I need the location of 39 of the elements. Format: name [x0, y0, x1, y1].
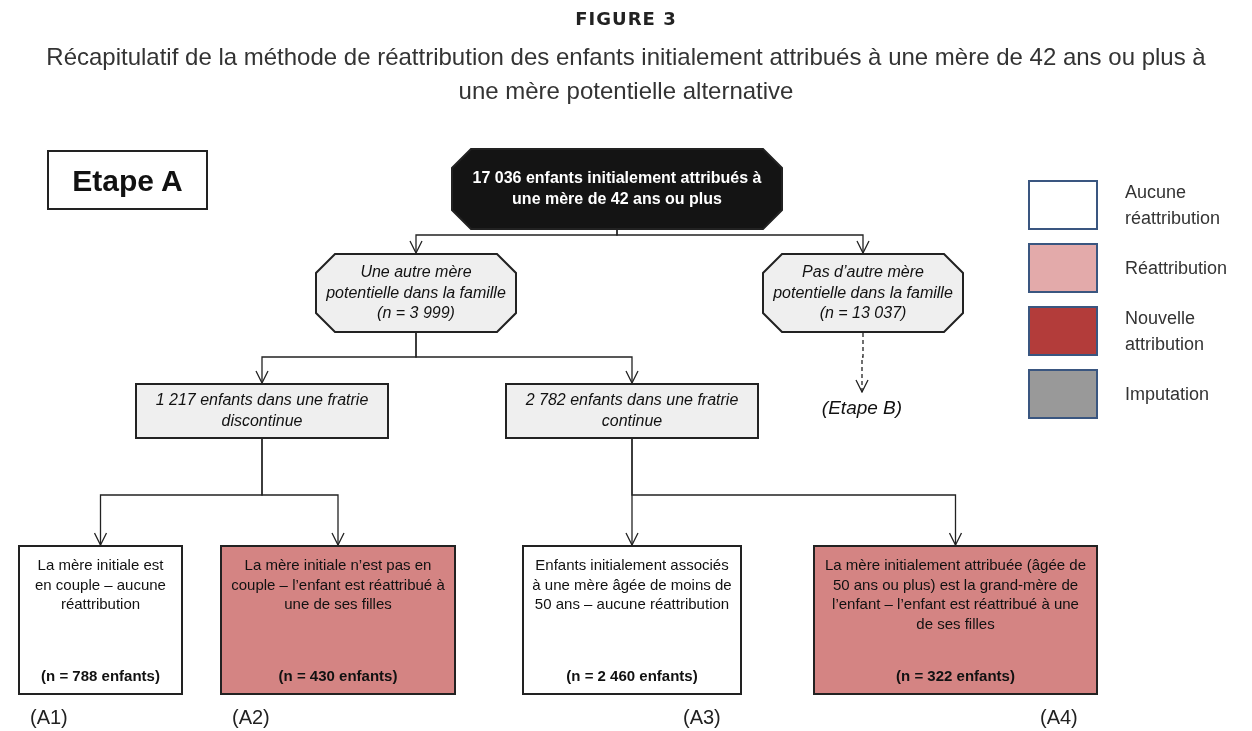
- connector-arrow: [631, 438, 963, 546]
- node-text: Enfants initialement associés à une mère âgée de moins de 50 ans – aucune réattribution: [532, 555, 732, 614]
- process-box: [522, 545, 742, 695]
- legend-text: Nouvelle attribution: [1125, 307, 1206, 356]
- count-text: (n = 2 460 enfants): [566, 665, 698, 685]
- process-box: [220, 545, 456, 695]
- case-label: (A2): [232, 706, 270, 729]
- node-text: La mère initiale n’est pas en couple – l’enfant est réattribué à une de ses filles: [230, 555, 446, 614]
- case-label: (A3): [683, 706, 721, 729]
- process-box: [813, 545, 1098, 695]
- node-text: 17 036 enfants initialement attribués à une mère de 42 ans ou plus: [471, 168, 763, 209]
- connector-arrow: [855, 332, 869, 393]
- case-label: (A1): [30, 706, 68, 729]
- count-text: (n = 322 enfants): [896, 665, 1015, 685]
- node-text: (Etape B): [821, 395, 903, 420]
- legend-text: Aucune réattribution: [1125, 181, 1222, 230]
- legend-text: Imputation: [1125, 383, 1211, 406]
- legend-text: Réattribution: [1125, 257, 1229, 280]
- node-text: Une autre mère potentielle dans la famille (n = 3 999): [325, 261, 507, 324]
- figure-caption: Récapitulatif de la méthode de réattribution des enfants initialement attribués à une mère de 42 ans ou plus à une mère potentielle alternative: [45, 42, 1207, 106]
- octagon-box: [762, 253, 964, 333]
- node-text: 2 782 enfants dans une fratrie continue: [524, 390, 740, 431]
- node-text: 1 217 enfants dans une fratrie discontinue: [154, 390, 370, 431]
- connector-arrow: [616, 229, 870, 254]
- node-text: Pas d’autre mère potentielle dans la famille (n = 13 037): [772, 261, 954, 324]
- node-text: La mère initialement attribuée (âgée de 50 ans ou plus) est la grand-mère de l’enfant – l’enfant est réattribué à une de ses filles: [824, 555, 1087, 633]
- connector-arrow: [261, 438, 345, 546]
- process-box: [135, 383, 389, 439]
- node-text: Etape A: [72, 162, 183, 199]
- process-box: [505, 383, 759, 439]
- process-box: [47, 150, 208, 210]
- figure-title: FIGURE 3: [575, 8, 677, 29]
- octagon-box: [315, 253, 517, 333]
- case-label: (A4): [1040, 706, 1078, 729]
- process-box: [18, 545, 183, 695]
- count-text: (n = 788 enfants): [41, 665, 160, 685]
- node-text: La mère initiale est en couple – aucune réattribution: [34, 555, 167, 614]
- connector-arrow: [415, 332, 639, 384]
- count-text: (n = 430 enfants): [278, 665, 398, 685]
